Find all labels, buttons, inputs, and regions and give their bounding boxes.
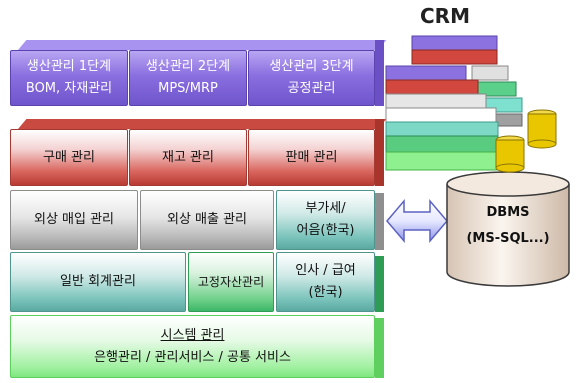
dbms-title: DBMS bbox=[486, 205, 530, 220]
production-stage-2-detail: MPS/MRP bbox=[158, 81, 218, 96]
production-stage-3-detail: 공정관리 bbox=[287, 81, 336, 96]
purchase-management-label: 구매 관리 bbox=[43, 149, 95, 165]
production-stage-3-title: 생산관리 3단계 bbox=[269, 59, 354, 74]
production-stage-2-title: 생산관리 2단계 bbox=[145, 59, 231, 74]
production-tier-top bbox=[18, 40, 387, 50]
production-stage-1-title: 생산관리 1단계 bbox=[26, 59, 112, 74]
vat-bills-line2: 어음(한국) bbox=[296, 223, 355, 238]
hr-payroll-management: 인사 / 급여 (한국) bbox=[276, 252, 375, 312]
sales-management: 판매 관리 bbox=[248, 129, 375, 186]
receivables-tier-side bbox=[375, 193, 384, 250]
system-tier-side bbox=[375, 318, 384, 378]
system-management-title: 시스템 관리 bbox=[160, 327, 225, 343]
sales-management-label: 판매 관리 bbox=[285, 149, 338, 165]
production-tier-side bbox=[375, 40, 384, 106]
purchase-management: 구매 관리 bbox=[10, 129, 128, 186]
system-management: 시스템 관리 은행관리 / 관리서비스 / 공통 서비스 bbox=[10, 315, 375, 378]
fixed-asset-label: 고정자산관리 bbox=[197, 275, 265, 289]
operations-tier-side bbox=[375, 119, 384, 186]
general-accounting-label: 일반 회계관리 bbox=[60, 274, 136, 289]
crm-label: CRM bbox=[420, 4, 470, 28]
production-stage-1-detail: BOM, 자재관리 bbox=[25, 81, 113, 96]
hr-payroll-line1: 인사 / 급여 bbox=[295, 263, 356, 278]
crm-database-icons bbox=[495, 109, 557, 173]
hr-payroll-line2: (한국) bbox=[308, 285, 343, 300]
vat-bills-management: 부가세/ 어음(한국) bbox=[276, 190, 375, 250]
accounts-payable-label: 외상 매입 관리 bbox=[33, 212, 115, 227]
production-stage-3: 생산관리 3단계 공정관리 bbox=[248, 50, 375, 106]
dbms-cylinder-icon bbox=[446, 171, 570, 287]
general-accounting: 일반 회계관리 bbox=[10, 252, 186, 312]
dbms-subtitle: (MS-SQL...) bbox=[466, 231, 550, 246]
crm-stack-front bbox=[385, 65, 499, 171]
production-stage-1: 생산관리 1단계 BOM, 자재관리 bbox=[10, 50, 128, 106]
dbms-label: DBMS (MS-SQL...) bbox=[444, 200, 572, 252]
bidirectional-arrow-icon bbox=[386, 198, 448, 244]
accounts-receivable-management: 외상 매출 관리 bbox=[140, 190, 274, 250]
crm-stack-illustration bbox=[385, 35, 557, 173]
system-management-subtitle: 은행관리 / 관리서비스 / 공통 서비스 bbox=[94, 349, 291, 365]
vat-bills-line1: 부가세/ bbox=[305, 201, 346, 216]
inventory-management-label: 재고 관리 bbox=[162, 149, 214, 165]
fixed-asset-management: 고정자산관리 bbox=[188, 252, 274, 312]
production-stage-2: 생산관리 2단계 MPS/MRP bbox=[129, 50, 247, 106]
accounts-receivable-label: 외상 매출 관리 bbox=[166, 212, 248, 227]
accounts-payable-management: 외상 매입 관리 bbox=[10, 190, 138, 250]
accounting-tier-side bbox=[375, 256, 384, 312]
inventory-management: 재고 관리 bbox=[129, 129, 247, 186]
operations-tier-top bbox=[18, 119, 387, 129]
